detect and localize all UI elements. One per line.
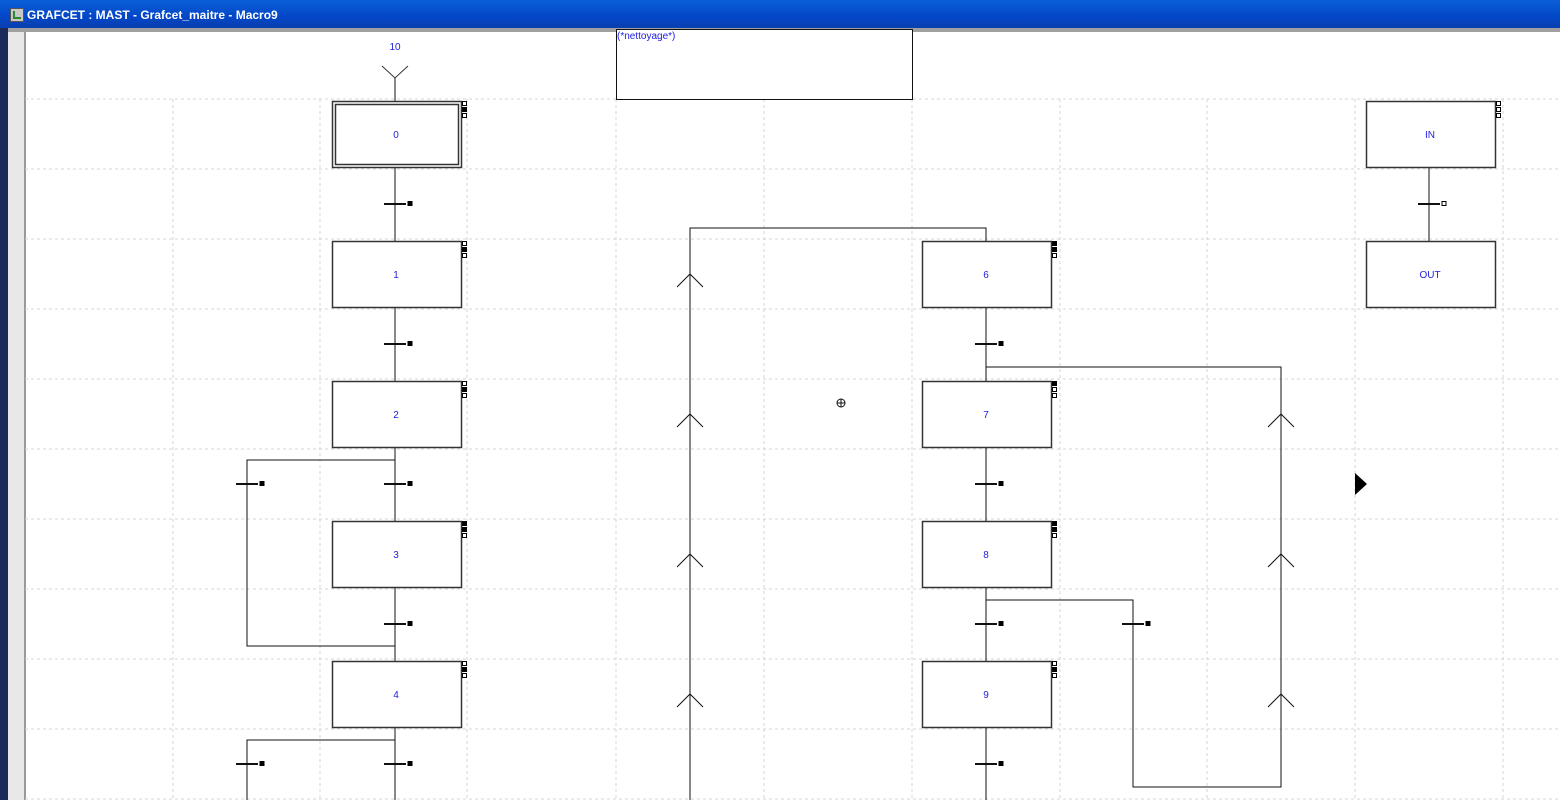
step-marker — [1052, 247, 1057, 252]
up-arrow-icon — [1267, 693, 1295, 708]
transition-marker — [998, 341, 1004, 346]
step-label: OUT — [1419, 270, 1440, 281]
step-marker — [462, 247, 467, 252]
step-9[interactable] — [921, 660, 1053, 729]
step-marker — [462, 387, 467, 392]
step-2[interactable] — [331, 380, 463, 449]
window-title: GRAFCET : MAST - Grafcet_maitre - Macro9 — [27, 8, 278, 22]
window-title-bar: GRAFCET : MAST - Grafcet_maitre - Macro9 — [0, 0, 1560, 28]
step-marker — [1052, 527, 1057, 532]
transition-marker — [998, 481, 1004, 486]
step-3[interactable] — [331, 520, 463, 589]
transition-marker — [407, 621, 413, 626]
step-6[interactable] — [921, 240, 1053, 309]
step-marker — [1496, 101, 1501, 106]
step-marker — [1052, 393, 1057, 398]
step-marker — [462, 113, 467, 118]
branch-link — [986, 366, 1282, 788]
step-0[interactable] — [331, 100, 463, 169]
step-marker — [462, 393, 467, 398]
comment-box[interactable] — [616, 29, 913, 100]
loop-link — [246, 459, 395, 647]
step-marker — [1496, 107, 1501, 112]
up-arrow-icon — [676, 553, 704, 568]
transition-marker — [407, 481, 413, 486]
step-IN[interactable] — [1365, 100, 1497, 169]
incoming-arrow-icon — [381, 65, 409, 79]
step-marker — [1052, 661, 1057, 666]
step-label: 3 — [393, 550, 399, 561]
step-4[interactable] — [331, 660, 463, 729]
step-marker — [462, 661, 467, 666]
loop-link — [246, 739, 395, 800]
initial-link-label: 10 — [389, 42, 401, 53]
step-marker — [1052, 667, 1057, 672]
step-marker — [1052, 521, 1057, 526]
app-icon — [10, 8, 24, 22]
transition-marker — [1441, 201, 1447, 206]
step-marker — [462, 101, 467, 106]
transition-marker — [259, 761, 265, 766]
step-label: 4 — [393, 690, 399, 701]
step-marker — [462, 381, 467, 386]
step-marker — [462, 667, 467, 672]
step-8[interactable] — [921, 520, 1053, 589]
step-marker — [1052, 253, 1057, 258]
step-marker — [462, 527, 467, 532]
step-marker — [1052, 387, 1057, 392]
transition-marker — [407, 341, 413, 346]
step-marker — [1052, 381, 1057, 386]
up-arrow-icon — [676, 413, 704, 428]
return-link — [689, 227, 987, 800]
step-marker — [462, 241, 467, 246]
transition-marker — [259, 481, 265, 486]
step-label: 8 — [983, 550, 989, 561]
up-arrow-icon — [676, 693, 704, 708]
initial-step-inner-border — [334, 103, 460, 166]
step-marker — [462, 521, 467, 526]
transition-marker — [998, 621, 1004, 626]
step-label: 0 — [393, 130, 399, 141]
step-OUT[interactable] — [1365, 240, 1497, 309]
transition-marker — [407, 761, 413, 766]
step-label: 6 — [983, 270, 989, 281]
step-marker — [1052, 241, 1057, 246]
comment-text: (*nettoyage*) — [617, 31, 676, 42]
step-marker — [462, 253, 467, 258]
step-marker — [1496, 113, 1501, 118]
up-arrow-icon — [1267, 553, 1295, 568]
step-label: IN — [1425, 130, 1435, 141]
play-triangle-icon[interactable] — [1355, 473, 1367, 495]
step-7[interactable] — [921, 380, 1053, 449]
step-marker — [462, 107, 467, 112]
step-1[interactable] — [331, 240, 463, 309]
step-label: 9 — [983, 690, 989, 701]
transition-marker — [407, 201, 413, 206]
left-gutter — [8, 28, 26, 800]
up-arrow-icon — [1267, 413, 1295, 428]
up-arrow-icon — [676, 273, 704, 288]
step-marker — [1052, 533, 1057, 538]
step-marker — [1052, 673, 1057, 678]
transition-marker — [998, 761, 1004, 766]
transition-marker — [1145, 621, 1151, 626]
step-label: 7 — [983, 410, 989, 421]
step-label: 2 — [393, 410, 399, 421]
step-marker — [462, 673, 467, 678]
step-marker — [462, 533, 467, 538]
step-label: 1 — [393, 270, 399, 281]
